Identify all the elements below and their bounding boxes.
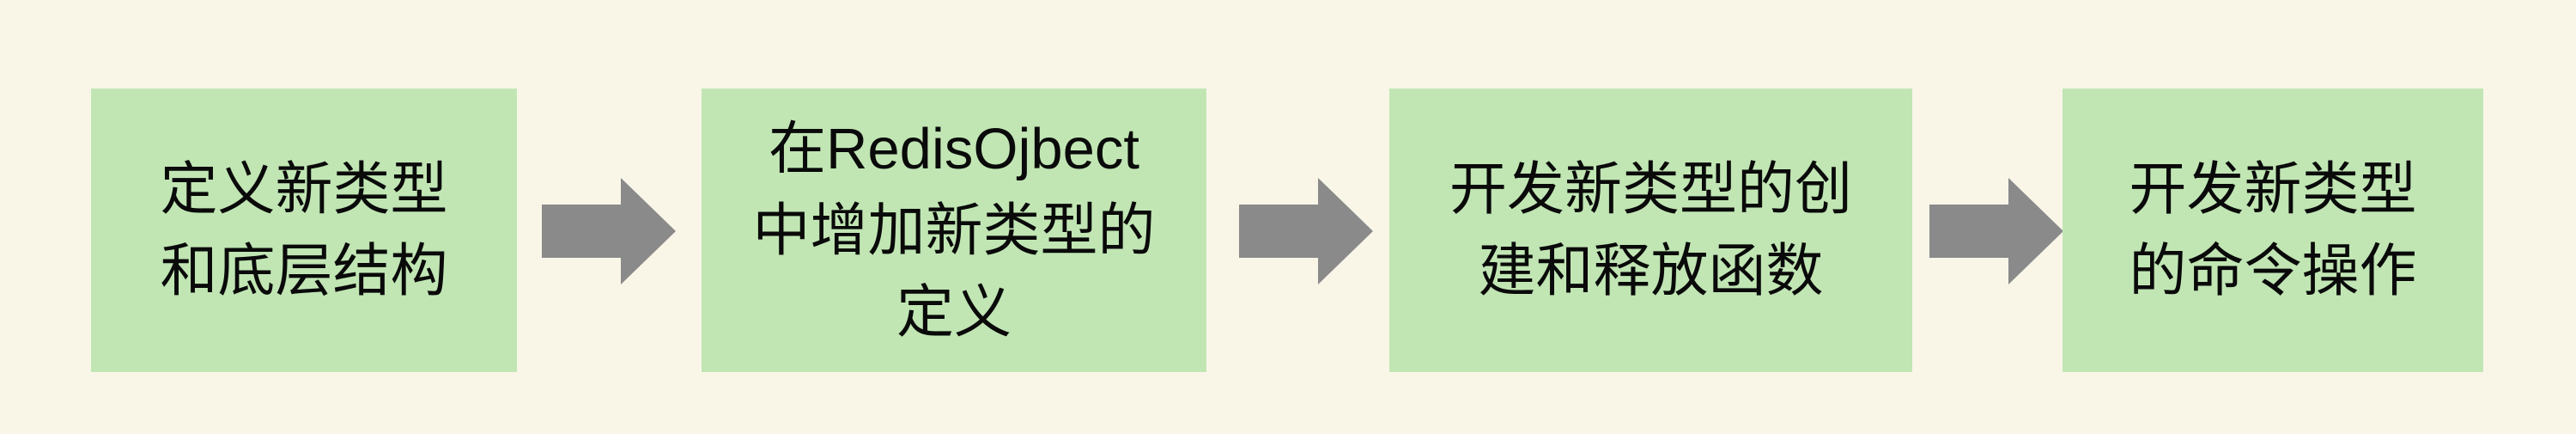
flow-step-redisobject-definition: 在RedisOjbect 中增加新类型的 定义	[702, 89, 1206, 372]
flow-step-label: 开发新类型 的命令操作	[2129, 157, 2417, 303]
arrow-right-icon	[542, 178, 676, 284]
arrow-right-icon	[1929, 178, 2063, 284]
arrow-right-icon	[1239, 178, 1373, 284]
flow-step-label: 开发新类型的创 建和释放函数	[1449, 157, 1852, 303]
flow-step-label: 定义新类型 和底层结构	[160, 157, 448, 303]
flow-step-create-free-functions: 开发新类型的创 建和释放函数	[1389, 89, 1912, 372]
flow-step-command-operations: 开发新类型 的命令操作	[2063, 89, 2483, 372]
flow-step-label: 在RedisOjbect 中增加新类型的 定义	[752, 116, 1156, 345]
flow-step-define-type: 定义新类型 和底层结构	[91, 89, 517, 372]
